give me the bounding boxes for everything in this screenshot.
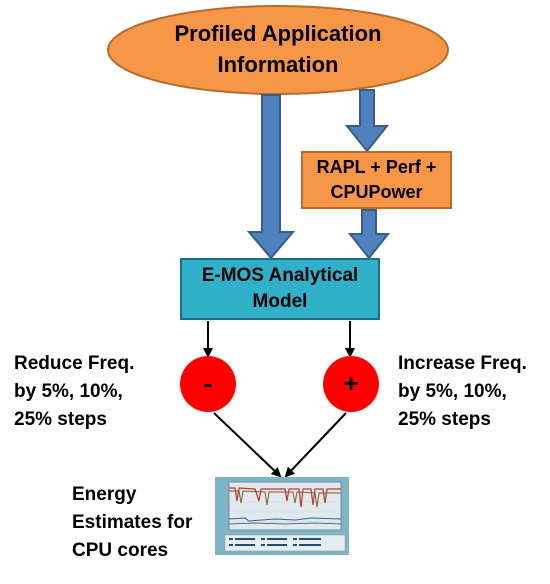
reduce-line1: Reduce Freq. (14, 353, 135, 374)
increase-line3: 25% steps (398, 409, 491, 430)
profiled-app-line1: Profiled Application (174, 21, 382, 46)
arrow-app-to-emos (246, 94, 296, 260)
profiled-app-label: Profiled Application Information (110, 18, 446, 80)
profiled-app-line2: Information (217, 52, 339, 77)
arrow-app-to-rapl (344, 89, 390, 153)
energy-label: Energy Estimates for CPU cores (72, 481, 192, 565)
rapl-line2: CPUPower (330, 182, 423, 202)
increase-line1: Increase Freq. (398, 353, 527, 374)
increase-label: Increase Freq. by 5%, 10%, 25% steps (398, 350, 527, 434)
arrow-reduce-to-energy (213, 412, 282, 478)
increase-sign: + (343, 368, 359, 398)
energy-line1: Energy (72, 484, 137, 505)
reduce-line2: by 5%, 10%, (14, 381, 123, 402)
increase-line2: by 5%, 10%, (398, 381, 507, 402)
increase-circle (323, 356, 379, 412)
reduce-circle (180, 356, 236, 412)
energy-plot-thumbnail (215, 477, 349, 555)
emos-line2: Model (252, 291, 308, 312)
arrow-increase-to-energy (284, 412, 347, 478)
emos-line1: E-MOS Analytical (201, 265, 359, 286)
emos-box: E-MOS Analytical Model (180, 258, 380, 320)
energy-line2: Estimates for (72, 512, 193, 533)
rapl-line1: RAPL + Perf + (316, 157, 437, 177)
arrow-rapl-to-emos (347, 209, 391, 260)
rapl-box: RAPL + Perf + CPUPower (301, 151, 452, 209)
reduce-sign: - (203, 368, 213, 398)
reduce-line3: 25% steps (14, 409, 107, 430)
reduce-label: Reduce Freq. by 5%, 10%, 25% steps (14, 350, 134, 434)
energy-line3: CPU cores (72, 540, 169, 561)
